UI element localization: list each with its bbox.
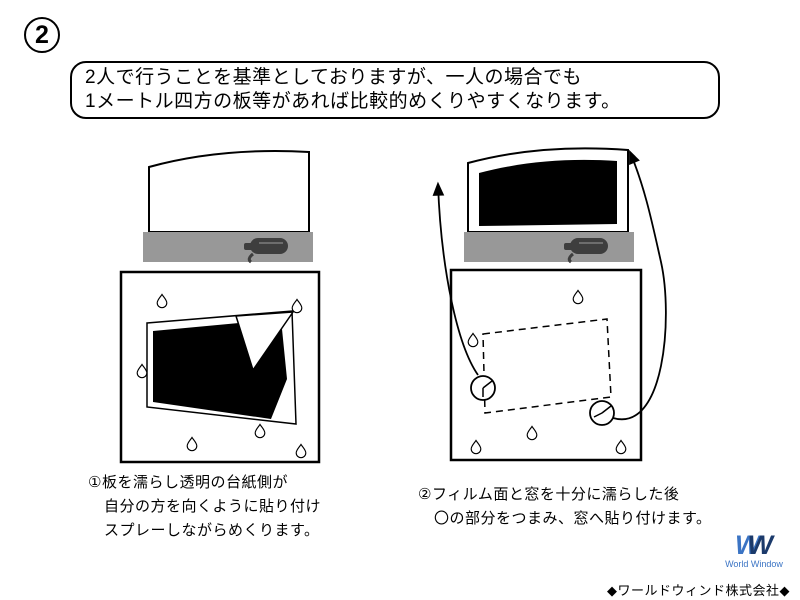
logo-subtext: World Window <box>725 559 783 569</box>
backing-sheet <box>148 150 310 233</box>
right-illustration <box>432 147 667 462</box>
logo-monogram: WW <box>716 532 792 559</box>
logo-letter-w1: W <box>735 530 761 560</box>
bubble-line-1: 2人で行うことを基準としておりますが、一人の場合でも <box>85 67 583 88</box>
curved-arrow-left <box>432 181 479 376</box>
fold-corner <box>234 311 295 372</box>
window-board <box>449 268 643 462</box>
caption-step2-line1: ②フィルム面と窓を十分に濡らした後 <box>418 486 680 503</box>
peeling-film <box>146 310 297 425</box>
caption-step1-line3: スプレーしながらめくります。 <box>104 522 320 539</box>
caption-step2-line2: 〇の部分をつまみ、窓へ貼り付けます。 <box>434 510 712 527</box>
stand-bar <box>464 232 634 262</box>
step-number: 2 <box>35 20 49 49</box>
step-number-badge: 2 <box>24 17 60 53</box>
instruction-bubble: 2人で行うことを基準としておりますが、一人の場合でも 1メートル四方の板等があれ… <box>70 61 720 119</box>
film-sheet-black <box>479 159 617 226</box>
company-name: ◆ワールドウィンド株式会社◆ <box>607 583 790 598</box>
curved-arrow-right <box>612 149 667 421</box>
left-illustration <box>119 150 321 464</box>
world-window-logo: WW World Window <box>716 532 792 570</box>
pinch-circle-right <box>589 400 615 426</box>
caption-step1-line2: 自分の方を向くように貼り付け <box>104 498 322 515</box>
logo-letter-w2: W <box>747 530 773 560</box>
bubble-line-2: 1メートル四方の板等があれば比較的めくりやすくなります。 <box>85 91 621 112</box>
caption-step2: ②フィルム面と窓を十分に濡らした後 〇の部分をつまみ、窓へ貼り付けます。 <box>418 483 712 531</box>
caption-step1: ①板を濡らし透明の台紙側が 自分の方を向くように貼り付け スプレーしながらめくり… <box>88 471 321 543</box>
pinch-circle-left <box>470 375 496 401</box>
caption-step1-line1: ①板を濡らし透明の台紙側が <box>88 474 288 491</box>
